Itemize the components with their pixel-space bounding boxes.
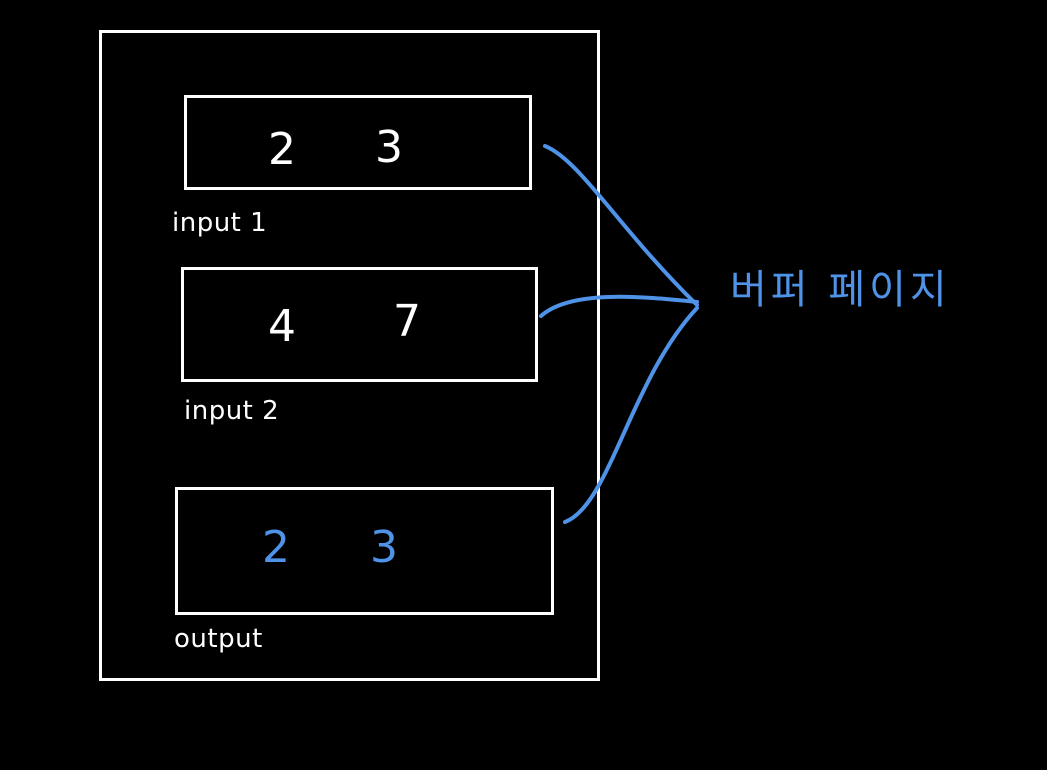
output-label: output — [174, 624, 263, 654]
input1-page-box — [184, 95, 532, 190]
output-value-1: 2 — [262, 522, 290, 573]
input2-value-2: 7 — [393, 296, 421, 347]
connector-output — [563, 306, 699, 524]
connector-input2 — [539, 294, 699, 318]
buffer-pool-frame — [99, 30, 600, 681]
output-page-box — [175, 487, 554, 615]
input2-value-1: 4 — [268, 301, 296, 352]
input1-value-1: 2 — [268, 124, 296, 175]
connector-input1 — [543, 144, 699, 307]
buffer-page-label: 버퍼 페이지 — [730, 267, 951, 313]
input1-label: input 1 — [172, 208, 268, 238]
output-value-2: 3 — [370, 522, 398, 573]
input2-page-box — [181, 267, 538, 382]
input1-value-2: 3 — [375, 122, 403, 173]
input2-label: input 2 — [184, 396, 280, 426]
